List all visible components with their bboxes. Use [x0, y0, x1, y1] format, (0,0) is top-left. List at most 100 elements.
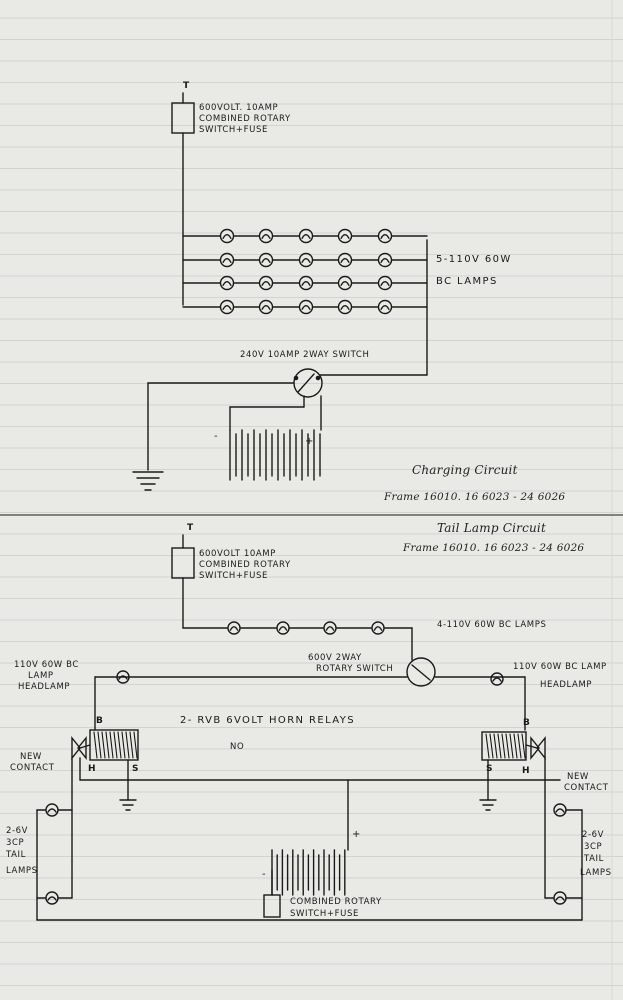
lamp-bulb [371, 621, 385, 635]
relay-coil-hatch [133, 731, 138, 759]
tail-battery-pos: + [352, 829, 362, 840]
tail-lamps-label: 4-110V 60W BC LAMPS [437, 620, 547, 630]
relay-coil-hatch [129, 731, 134, 759]
left-new-contact [71, 736, 81, 760]
lamp-filament [340, 234, 350, 239]
lamp-filament [261, 258, 271, 263]
charging-switch-label: 240V 10AMP 2WAY SWITCH [240, 350, 370, 360]
relay-coil-hatch [125, 731, 130, 759]
relay-coil-hatch [493, 733, 498, 759]
relay-coil-hatch [109, 731, 114, 759]
right-tail-label-2: 3CP [584, 842, 603, 852]
lamp-bulb [219, 252, 235, 268]
two-way-switch-blade [297, 373, 315, 393]
tail-fuse-box [171, 547, 195, 579]
left-tail-label-2: 3CP [6, 838, 25, 848]
rotary-switch-blade [411, 664, 431, 681]
charging-lamp-r3c4 [337, 275, 353, 291]
relay-coil-hatch [105, 731, 110, 759]
lamp-filament [222, 305, 232, 310]
rotary-switch-symbol [406, 657, 436, 687]
tail-terminal-label: T [187, 523, 194, 533]
charging-fuse-label-3: SWITCH+FUSE [199, 125, 268, 135]
lamp-filament [278, 626, 288, 631]
relay-coil-hatch [505, 733, 510, 759]
relay-coil-hatch [97, 731, 102, 759]
charging-circuit-title: Charging Circuit [412, 463, 518, 477]
lamp-filament [380, 234, 390, 239]
right-tail-label-3: TAIL [584, 854, 604, 864]
right-relay-s: S [486, 764, 494, 774]
charging-lamps-label-2: BC LAMPS [436, 276, 498, 287]
tail-series-lamp-3 [323, 621, 337, 635]
charging-lamp-r1c2 [258, 228, 274, 244]
relay-coil-hatch [485, 733, 490, 759]
charging-lamp-r4c1 [219, 299, 235, 315]
right-relay-h: H [522, 766, 531, 776]
rotary-switch-label-2: ROTARY SWITCH [316, 664, 394, 674]
charging-lamp-r3c2 [258, 275, 274, 291]
charging-lamp-r4c2 [258, 299, 274, 315]
left-relay-s: S [132, 764, 140, 774]
tail-series-lamp-4 [371, 621, 385, 635]
lamp-bulb [258, 275, 274, 291]
lamp-bulb [258, 252, 274, 268]
lamp-filament [222, 281, 232, 286]
bottom-fuse-label-1: COMBINED ROTARY [290, 897, 382, 907]
lamp-bulb [377, 252, 393, 268]
relay-coil-hatch [121, 731, 126, 759]
relay-coil-hatch [501, 733, 506, 759]
right-tail-lamp-2 [553, 891, 567, 905]
relay-coil-hatch [513, 733, 518, 759]
left-contact-label-1: NEW [20, 752, 42, 762]
charging-lamp-r3c1 [219, 275, 235, 291]
charging-lamp-r1c4 [337, 228, 353, 244]
right-new-contact [530, 736, 540, 760]
charging-lamp-r4c5 [377, 299, 393, 315]
tail-series-lamp-2 [276, 621, 290, 635]
left-relay-b: B [96, 716, 104, 726]
right-relay-b: B [523, 718, 531, 728]
lamp-bulb [323, 621, 337, 635]
lamp-bulb [337, 299, 353, 315]
lamp-filament [373, 626, 383, 631]
left-headlamp [116, 670, 130, 684]
charging-lamp-r2c1 [219, 252, 235, 268]
relay-coil-hatch [489, 733, 494, 759]
lamp-bulb [258, 299, 274, 315]
lamp-filament [340, 281, 350, 286]
relay-coil-hatch [101, 731, 106, 759]
lamp-filament [222, 234, 232, 239]
lamp-bulb [219, 275, 235, 291]
charging-lamp-r1c1 [219, 228, 235, 244]
charging-lamp-r1c5 [377, 228, 393, 244]
lamp-bulb [337, 252, 353, 268]
lamp-filament [340, 305, 350, 310]
lamp-bulb [377, 228, 393, 244]
relay-label: 2- RVB 6VOLT HORN RELAYS [180, 715, 355, 726]
tail-fuse-label-1: 600VOLT 10AMP [199, 549, 276, 559]
charging-fuse-label-2: COMBINED ROTARY [199, 114, 291, 124]
tail-lamp-bank [227, 621, 385, 635]
lamp-bulb [298, 252, 314, 268]
charging-lamp-r3c3 [298, 275, 314, 291]
lamp-filament [261, 281, 271, 286]
rotary-switch-label-1: 600V 2WAY [308, 653, 362, 663]
relay-coil-hatch [93, 731, 98, 759]
tail-series-lamp-1 [227, 621, 241, 635]
left-headlamp-label-1: 110V 60W BC [14, 660, 79, 670]
left-headlamp-label-2: LAMP [28, 671, 54, 681]
tail-battery-bank [271, 849, 346, 896]
left-relay-h: H [88, 764, 97, 774]
lamp-bulb [337, 275, 353, 291]
two-way-switch-symbol [293, 368, 323, 398]
charging-lamp-r4c3 [298, 299, 314, 315]
charging-battery-neg: - [214, 431, 220, 442]
charging-lamp-bank [182, 228, 428, 315]
left-tail-lamp-1 [45, 803, 59, 817]
lamp-bulb [377, 275, 393, 291]
charging-lamp-r2c4 [337, 252, 353, 268]
bottom-fuse-label-2: SWITCH+FUSE [290, 909, 359, 919]
